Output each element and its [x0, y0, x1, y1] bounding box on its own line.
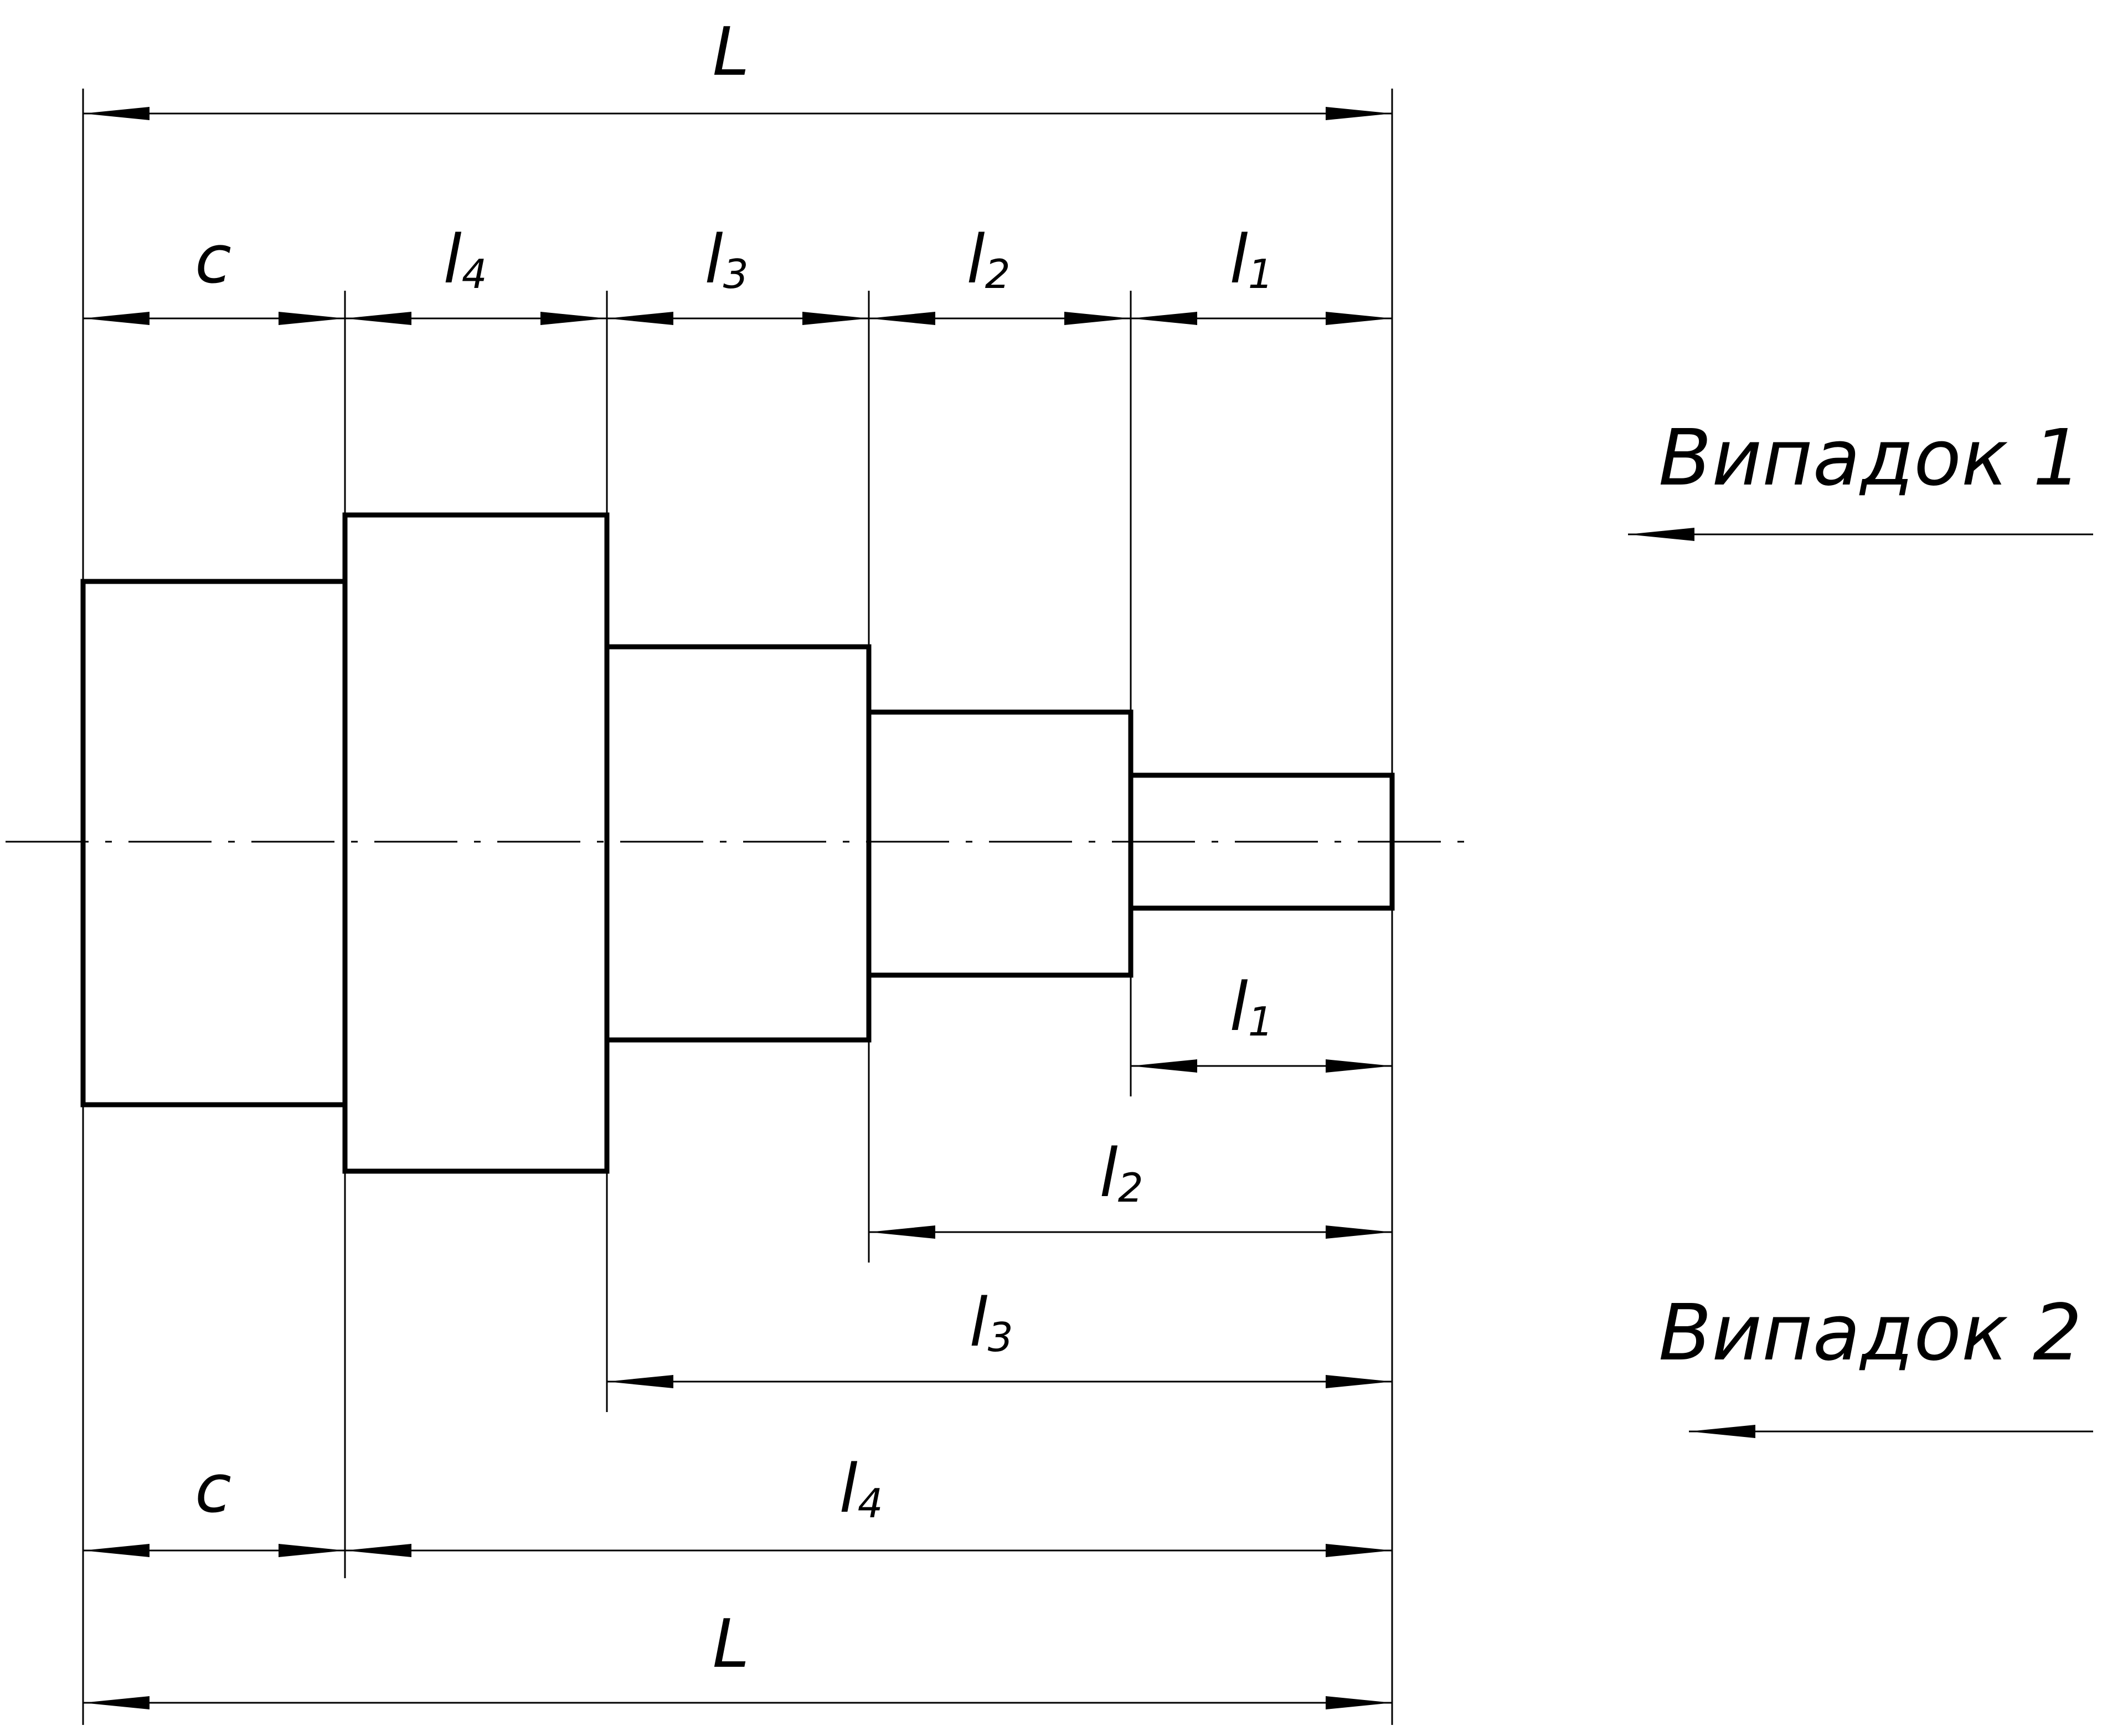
shaft-step-c — [80, 579, 348, 1107]
label-c-top: c — [195, 221, 231, 298]
label-l4-bottom: l4 — [839, 1451, 883, 1528]
case-arrows — [1628, 528, 2093, 1438]
case1-label: Випадок 1 — [1658, 413, 2082, 503]
label-l2-top: l2 — [966, 221, 1010, 298]
case2-label: Випадок 2 — [1658, 1288, 2082, 1378]
label-l1-bottom: l1 — [1229, 969, 1273, 1046]
label-l1-top: l1 — [1229, 221, 1273, 298]
label-l3-top: l3 — [704, 221, 748, 298]
extension-lines — [82, 89, 1393, 1725]
label-l3-bottom: l3 — [969, 1285, 1013, 1362]
shaft-outline — [80, 512, 1395, 1174]
label-L-bottom: L — [713, 1606, 750, 1683]
dimension-texts: L c l4 l3 l2 l1 l1 l2 l3 c l4 L — [195, 14, 1274, 1683]
shaft-step-3 — [604, 644, 872, 1043]
label-l4-top: l4 — [443, 221, 487, 298]
dimension-lines — [83, 107, 1392, 1709]
shaft-step-2 — [866, 709, 1134, 978]
shaft-step-4 — [342, 512, 610, 1174]
label-l2-bottom: l2 — [1099, 1135, 1143, 1212]
label-L-top: L — [713, 14, 750, 91]
label-c-bottom: c — [195, 1451, 231, 1528]
